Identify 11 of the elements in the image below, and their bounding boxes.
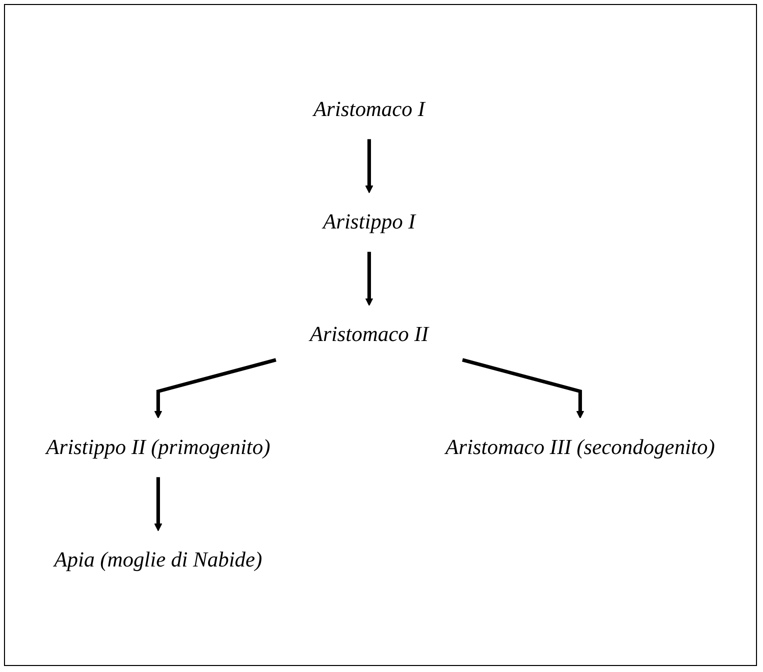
node-text: Aristippo II (primogenito) (46, 436, 270, 460)
arrow (154, 358, 276, 419)
arrow (154, 477, 162, 532)
node-text: Apia (moglie di Nabide) (54, 548, 262, 572)
node-text: Aristippo I (322, 210, 416, 234)
arrow (365, 139, 374, 194)
arrow (462, 358, 584, 419)
arrow (365, 252, 374, 306)
node-text: Aristomaco I (313, 98, 425, 122)
node-text: Aristomaco II (310, 323, 428, 347)
node-text: Aristomaco III (secondogenito) (445, 436, 715, 460)
